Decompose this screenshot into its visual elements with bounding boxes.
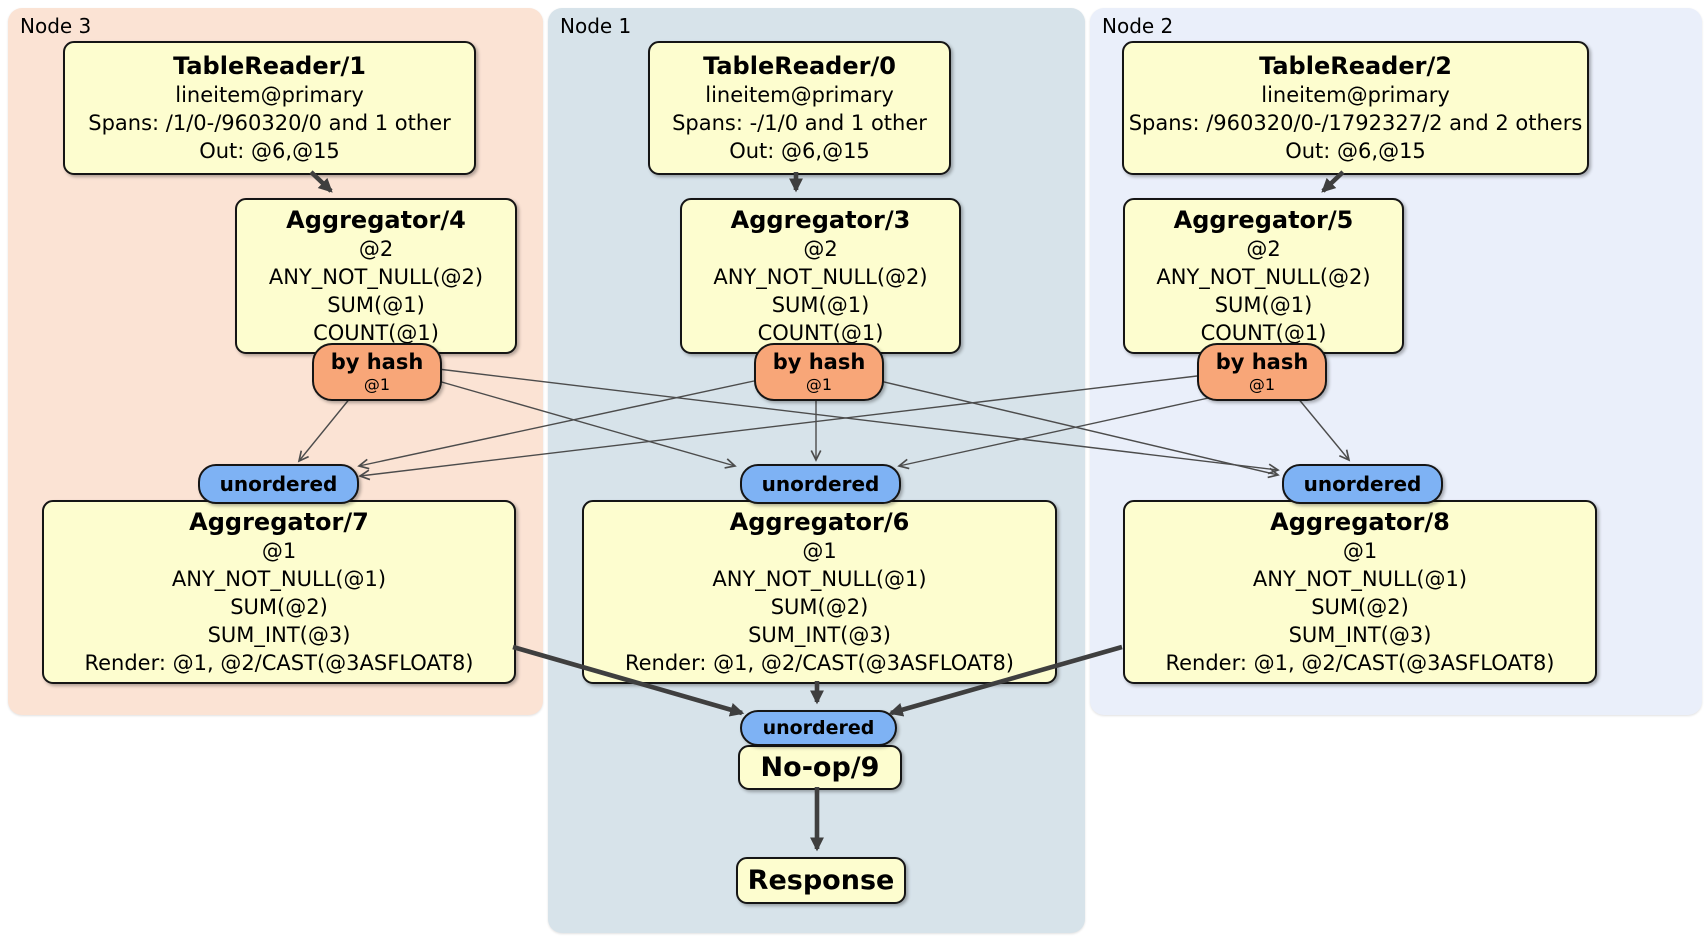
response-box: Response	[736, 857, 906, 904]
processor-detail: COUNT(@1)	[757, 321, 884, 345]
router-label: by hash	[330, 350, 424, 374]
processor-detail: @1	[261, 539, 297, 563]
processor-title: Aggregator/5	[1173, 206, 1354, 234]
processor-detail: Out: @6,@15	[199, 139, 340, 163]
processor-detail: Spans: -/1/0 and 1 other	[672, 111, 927, 135]
processor-title: TableReader/1	[173, 52, 366, 80]
processor-title: Aggregator/8	[1270, 508, 1450, 536]
sync-label: unordered	[762, 717, 875, 739]
processor-box-aggregator-4: Aggregator/4 @2 ANY_NOT_NULL(@2) SUM(@1)…	[235, 198, 517, 354]
processor-detail: SUM(@1)	[771, 293, 870, 317]
processor-box-aggregator-7: Aggregator/7 @1 ANY_NOT_NULL(@1) SUM(@2)…	[42, 500, 516, 684]
processor-detail: Render: @1, @2/CAST(@3ASFLOAT8)	[84, 651, 474, 675]
processor-title: TableReader/2	[1259, 52, 1452, 80]
processor-title: Aggregator/7	[189, 508, 369, 536]
router-by-hash-node1: by hash @1	[754, 343, 884, 401]
processor-detail: @1	[802, 539, 837, 563]
processor-detail: @2	[358, 237, 394, 261]
processor-detail: COUNT(@1)	[1200, 321, 1327, 345]
router-label: by hash	[772, 350, 866, 374]
processor-box-aggregator-5: Aggregator/5 @2 ANY_NOT_NULL(@2) SUM(@1)…	[1123, 198, 1404, 354]
router-hash-column: @1	[1248, 375, 1276, 394]
processor-box-noop-9: No-op/9	[738, 745, 902, 790]
processor-detail: @1	[1342, 539, 1378, 563]
sync-unordered-node3: unordered	[198, 464, 359, 504]
sync-unordered-node1: unordered	[740, 464, 901, 504]
processor-detail: SUM(@2)	[230, 595, 328, 619]
processor-detail: ANY_NOT_NULL(@2)	[1156, 265, 1371, 289]
sync-label: unordered	[219, 472, 338, 496]
processor-detail: COUNT(@1)	[313, 321, 439, 345]
router-label: by hash	[1215, 350, 1309, 374]
processor-box-aggregator-8: Aggregator/8 @1 ANY_NOT_NULL(@1) SUM(@2)…	[1123, 500, 1597, 684]
processor-detail: lineitem@primary	[175, 83, 364, 107]
processor-detail: ANY_NOT_NULL(@1)	[1252, 567, 1468, 591]
processor-detail: Out: @6,@15	[729, 139, 870, 163]
processor-detail: ANY_NOT_NULL(@1)	[712, 567, 927, 591]
processor-box-aggregator-3: Aggregator/3 @2 ANY_NOT_NULL(@2) SUM(@1)…	[680, 198, 961, 354]
processor-title: Aggregator/3	[730, 206, 911, 234]
sync-label: unordered	[1303, 472, 1422, 496]
node-region-2-label: Node 2	[1102, 14, 1174, 38]
processor-detail: lineitem@primary	[705, 83, 894, 107]
processor-detail: SUM_INT(@3)	[207, 623, 351, 647]
router-hash-column: @1	[363, 375, 391, 394]
router-by-hash-node3: by hash @1	[312, 343, 442, 401]
processor-title: Aggregator/6	[729, 508, 910, 536]
processor-detail: @2	[1246, 237, 1281, 261]
processor-box-aggregator-6: Aggregator/6 @1 ANY_NOT_NULL(@1) SUM(@2)…	[582, 500, 1057, 684]
router-hash-column: @1	[805, 375, 833, 394]
processor-detail: Spans: /1/0-/960320/0 and 1 other	[88, 111, 451, 135]
processor-box-tablereader-0: TableReader/0 lineitem@primary Spans: -/…	[648, 41, 951, 175]
processor-detail: SUM(@2)	[770, 595, 869, 619]
sync-unordered-node2: unordered	[1282, 464, 1443, 504]
node-region-3-label: Node 3	[20, 14, 92, 38]
processor-box-tablereader-1: TableReader/1 lineitem@primary Spans: /1…	[63, 41, 476, 175]
sync-unordered-final: unordered	[740, 710, 897, 746]
processor-detail: ANY_NOT_NULL(@1)	[171, 567, 387, 591]
processor-detail: SUM_INT(@3)	[748, 623, 891, 647]
processor-detail: Render: @1, @2/CAST(@3ASFLOAT8)	[624, 651, 1015, 675]
router-by-hash-node2: by hash @1	[1197, 343, 1327, 401]
processor-title: TableReader/0	[703, 52, 896, 80]
processor-detail: Spans: /960320/0-/1792327/2 and 2 others	[1128, 111, 1583, 135]
processor-box-tablereader-2: TableReader/2 lineitem@primary Spans: /9…	[1122, 41, 1589, 175]
processor-title: Aggregator/4	[286, 206, 466, 234]
response-title: Response	[747, 864, 895, 896]
processor-detail: SUM(@1)	[1214, 293, 1313, 317]
processor-detail: lineitem@primary	[1261, 83, 1450, 107]
processor-detail: SUM_INT(@3)	[1288, 623, 1432, 647]
processor-detail: SUM(@1)	[327, 293, 425, 317]
processor-detail: Out: @6,@15	[1285, 139, 1426, 163]
processor-detail: ANY_NOT_NULL(@2)	[713, 265, 928, 289]
processor-title: No-op/9	[760, 751, 880, 783]
processor-detail: @2	[803, 237, 838, 261]
processor-detail: Render: @1, @2/CAST(@3ASFLOAT8)	[1165, 651, 1555, 675]
processor-detail: SUM(@2)	[1311, 595, 1409, 619]
sync-label: unordered	[761, 472, 880, 496]
processor-detail: ANY_NOT_NULL(@2)	[268, 265, 484, 289]
node-region-1-label: Node 1	[560, 14, 632, 38]
